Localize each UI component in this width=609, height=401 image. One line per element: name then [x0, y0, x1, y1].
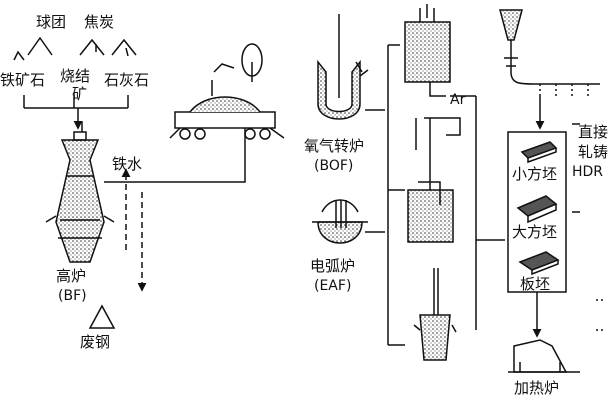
argon-ladle-shape [404, 4, 451, 97]
hot-metal-route [104, 135, 246, 183]
label-blast-furnace-abbr: (BF) [58, 288, 87, 304]
caster-strand [510, 71, 600, 85]
bof-converter-shape [317, 14, 369, 120]
coke-pile-shape [79, 38, 105, 56]
label-direct-rolling-line3: HDR [572, 164, 604, 180]
blast-furnace-shape [45, 121, 115, 263]
label-pellets: 球团 [36, 13, 67, 31]
vacuum-degasser-shape [407, 117, 461, 243]
eaf-shape [312, 199, 368, 244]
label-limestone: 石灰石 [104, 71, 150, 89]
label-slab: 板坯 [520, 275, 551, 293]
label-argon: Ar [450, 92, 466, 108]
reheating-furnace-shape [513, 339, 568, 373]
limestone-pile-shape [111, 38, 137, 57]
torpedo-car-shape [169, 43, 285, 140]
label-billet: 小方坯 [512, 165, 558, 183]
label-hot-metal: 铁水 [112, 155, 143, 173]
label-bloom: 大方坯 [512, 223, 558, 241]
ladle-furnace-shape [413, 268, 457, 361]
label-scrap: 废钢 [80, 333, 111, 351]
label-reheating-furnace: 加热炉 [514, 379, 560, 397]
slab-shape [518, 251, 560, 276]
billet-shape [520, 141, 558, 164]
bloom-shape [516, 195, 558, 224]
label-blast-furnace: 高炉 [56, 267, 87, 285]
label-sinter-line1: 烧结 [60, 67, 91, 85]
label-bof: 氧气转炉 [304, 137, 365, 155]
label-coke: 焦炭 [84, 13, 115, 31]
label-iron-ore: 铁矿石 [0, 71, 46, 89]
pellet-pile-shape [27, 36, 53, 56]
label-direct-rolling-line1: 直接 [578, 123, 609, 141]
label-eaf: 电弧炉 [310, 257, 356, 275]
label-eaf-abbr: (EAF) [314, 278, 352, 294]
label-bof-abbr: (BOF) [314, 158, 354, 174]
scrap-pile-shape [88, 304, 116, 329]
label-direct-rolling-line2: 轧铸 [578, 143, 609, 161]
label-sinter-line2: 矿 [72, 85, 88, 103]
tundish-shape [499, 9, 523, 72]
